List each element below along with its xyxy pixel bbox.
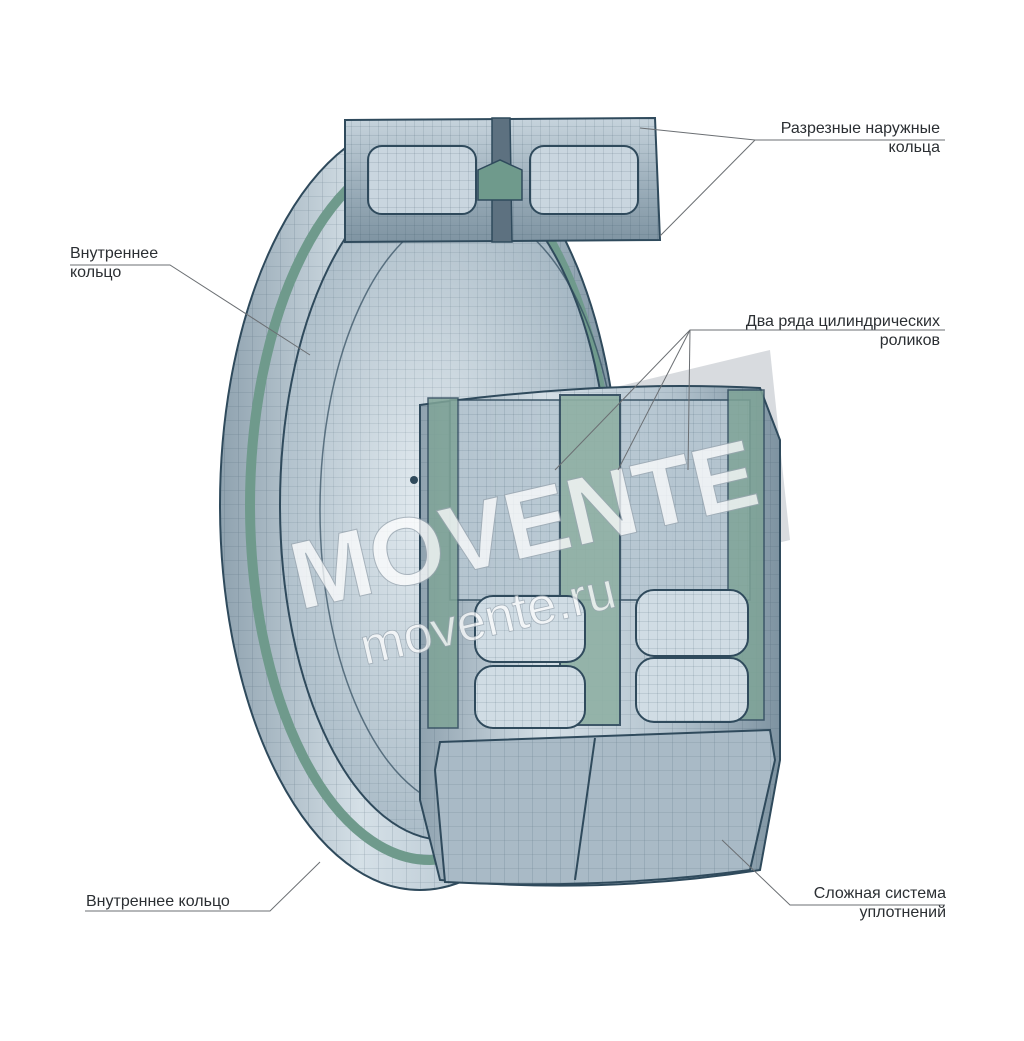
callout-inner-ring-bottom: Внутреннее кольцо — [86, 892, 230, 911]
seal-band-left — [427, 397, 459, 729]
callout-seal-system: Сложная система уплотнений — [814, 884, 946, 922]
callout-split-outer-rings-line2: кольца — [888, 139, 940, 156]
leader-inner-ring-bottom — [85, 861, 321, 912]
callout-seal-system-line1: Сложная система — [813, 885, 946, 902]
cutaway-section — [419, 385, 781, 887]
leader-inner-ring-top — [70, 264, 311, 356]
callout-split-outer-rings: Разрезные наружные кольца — [781, 119, 940, 157]
callout-inner-ring-top-line1: Внутреннее — [70, 245, 159, 262]
callout-two-rows-rollers: Два ряда цилиндрических роликов — [746, 312, 940, 350]
callout-inner-ring-top: Внутреннее кольцо — [70, 244, 158, 282]
callout-two-rows-rollers-line1: Два ряда цилиндрических — [745, 313, 940, 330]
callout-inner-ring-bottom-line1: Внутреннее кольцо — [86, 893, 230, 910]
callout-inner-ring-top-line2: кольцо — [70, 264, 122, 281]
leader-lines — [70, 127, 945, 912]
callout-two-rows-rollers-line2: роликов — [879, 332, 940, 349]
callout-seal-system-line2: уплотнений — [859, 904, 947, 921]
leader-seals — [721, 839, 945, 906]
top-section — [344, 116, 662, 244]
callout-split-outer-rings-line1: Разрезные наружные — [780, 120, 940, 137]
